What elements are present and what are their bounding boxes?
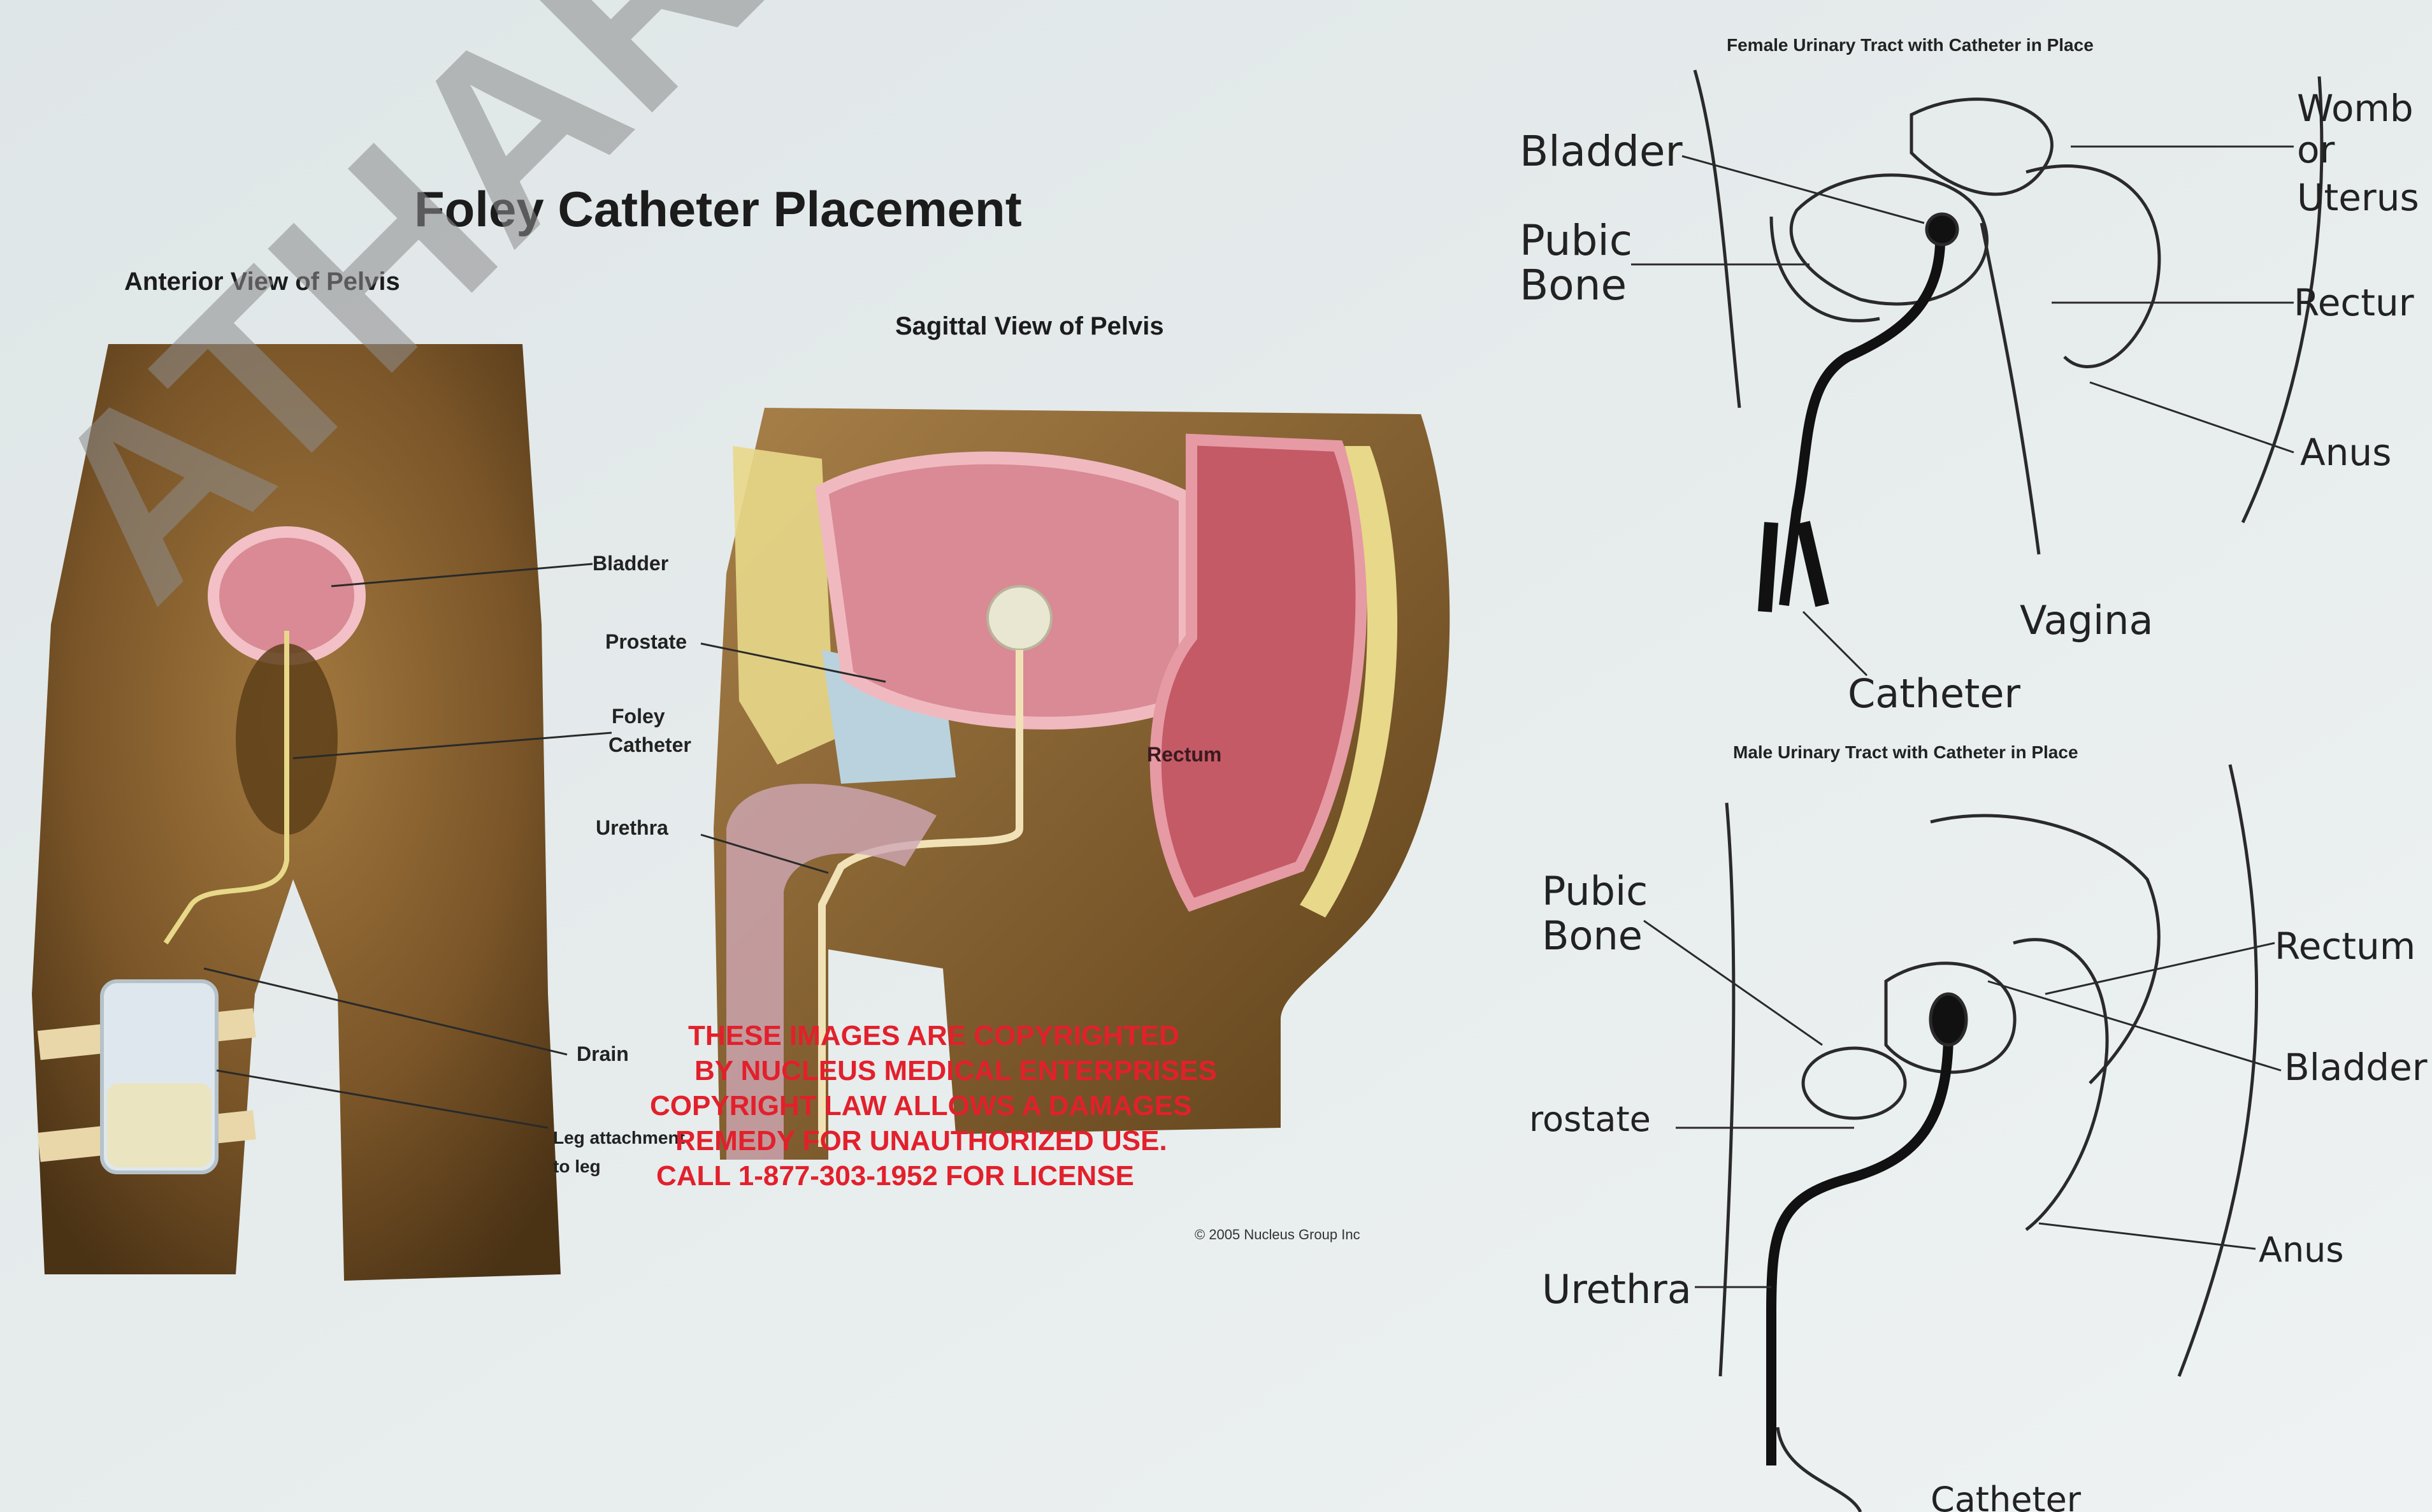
male-label-catheter: Catheter	[1931, 1480, 2082, 1512]
label-drain: Drain	[577, 1042, 629, 1065]
male-label-rectum: Rectum	[2275, 925, 2415, 968]
female-label-womb-1: Womb	[2297, 87, 2414, 130]
label-foley-1: Foley	[612, 705, 665, 728]
drain-bag-fluid	[107, 1083, 212, 1167]
female-catheter-balloon	[1927, 214, 1957, 245]
male-label-urethra: Urethra	[1542, 1266, 1692, 1313]
female-label-pubic-1: Pubic	[1520, 216, 1632, 265]
male-label-anus: Anus	[2259, 1230, 2344, 1270]
female-label-pubic-2: Bone	[1520, 261, 1627, 310]
female-label-womb-2: or	[2297, 128, 2335, 171]
label-leg-2: to leg	[553, 1156, 601, 1176]
copyright-line-5: CALL 1-877-303-1952 FOR LICENSE	[656, 1160, 1134, 1192]
female-label-vagina: Vagina	[2020, 597, 2153, 644]
female-label-catheter: Catheter	[1848, 670, 2020, 717]
copyright-notice: THESE IMAGES ARE COPYRIGHTED BY NUCLEUS …	[650, 1020, 1217, 1192]
label-bladder: Bladder	[593, 552, 668, 575]
male-caption: Male Urinary Tract with Catheter in Plac…	[1733, 742, 2078, 762]
female-label-anus: Anus	[2300, 431, 2391, 474]
copyright-line-1: THESE IMAGES ARE COPYRIGHTED	[688, 1020, 1179, 1051]
female-label-rectum: Rectur	[2294, 281, 2414, 324]
male-label-pubic-2: Bone	[1542, 912, 1643, 959]
sagittal-caption: Sagittal View of Pelvis	[895, 312, 1164, 340]
label-leg-1: Leg attachment	[553, 1128, 685, 1148]
male-label-pubic-1: Pubic	[1542, 868, 1648, 914]
female-label-bladder: Bladder	[1520, 127, 1683, 176]
male-label-bladder: Bladder	[2284, 1046, 2428, 1089]
label-urethra: Urethra	[596, 816, 668, 839]
male-catheter-balloon	[1931, 994, 1966, 1045]
catheter-balloon	[988, 586, 1051, 650]
label-prostate: Prostate	[605, 630, 687, 653]
male-label-prostate: rostate	[1529, 1099, 1651, 1139]
copyright-line-2: BY NUCLEUS MEDICAL ENTERPRISES	[694, 1055, 1217, 1086]
copyright-line-4: REMEDY FOR UNAUTHORIZED USE.	[675, 1125, 1167, 1156]
label-foley-2: Catheter	[608, 733, 691, 756]
image-credit: © 2005 Nucleus Group Inc	[1195, 1227, 1360, 1242]
label-rectum: Rectum	[1147, 743, 1221, 766]
copyright-line-3: COPYRIGHT LAW ALLOWS A DAMAGES	[650, 1090, 1192, 1121]
female-caption: Female Urinary Tract with Catheter in Pl…	[1727, 35, 2094, 55]
female-label-womb-3: Uterus	[2297, 176, 2419, 219]
